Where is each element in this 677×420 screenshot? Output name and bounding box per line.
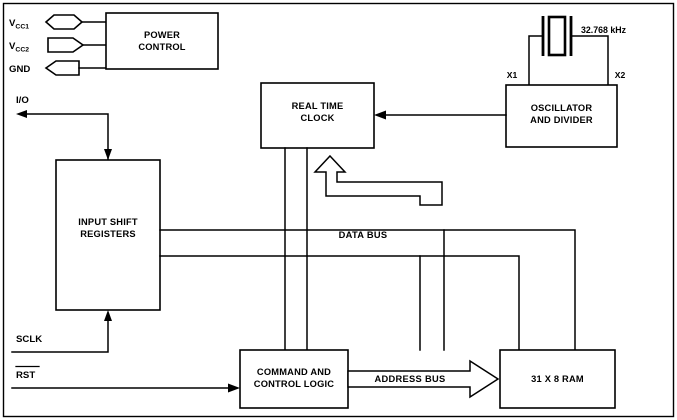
bus-label-data-bus: DATA BUS — [339, 230, 388, 240]
data-bus-to-rtc-arrow — [313, 154, 443, 206]
block-label-input-shift-line1: INPUT SHIFT — [78, 217, 138, 227]
pin-symbol-vcc1 — [44, 14, 107, 30]
block-ram — [499, 349, 616, 409]
block-power-control — [105, 12, 219, 70]
signal-label-sclk: SCLK — [16, 334, 42, 345]
crystal-terminal-x2-label: X2 — [615, 70, 626, 80]
oscillator-to-rtc-wire — [374, 110, 507, 120]
address-bus-arrow — [347, 359, 500, 399]
pin-label-gnd: GND — [9, 64, 30, 75]
crystal-terminal-x1-label: X1 — [507, 70, 518, 80]
pin-symbol-vcc2 — [47, 37, 107, 53]
data-bus-rail-lower — [159, 255, 520, 351]
signal-label-io: I/O — [16, 95, 29, 106]
block-label-oscillator-line2: AND DIVIDER — [530, 115, 593, 125]
pin-label-vcc2: VCC2 — [9, 41, 29, 54]
crystal-symbol — [528, 15, 609, 86]
pin-label-vcc1: VCC1 — [9, 18, 29, 31]
sclk-wire — [11, 310, 112, 353]
block-real-time-clock — [260, 82, 375, 149]
signal-label-rst: RST — [16, 370, 35, 381]
bus-label-address-bus: ADDRESS BUS — [375, 374, 446, 384]
data-bus-rail-upper — [159, 229, 576, 351]
block-label-input-shift-line2: REGISTERS — [80, 229, 136, 239]
crystal-frequency-label: 32.768 kHz — [581, 25, 627, 35]
pin-symbol-gnd — [44, 60, 107, 76]
block-label-rtc-line2: CLOCK — [300, 113, 334, 123]
rst-wire — [11, 383, 240, 393]
block-label-command-logic-line2: CONTROL LOGIC — [254, 379, 335, 389]
block-label-power-control-line2: CONTROL — [138, 42, 185, 52]
block-label-oscillator-line1: OSCILLATOR — [531, 103, 593, 113]
block-input-shift-registers — [55, 159, 161, 311]
block-oscillator-and-divider — [505, 84, 618, 148]
io-wire — [16, 110, 112, 161]
block-label-rtc-line1: REAL TIME — [292, 101, 344, 111]
block-label-ram: 31 X 8 RAM — [531, 374, 584, 384]
signal-label-rst-group: RST — [15, 365, 40, 381]
block-label-command-logic-line1: COMMAND AND — [257, 367, 331, 377]
block-label-power-control-line1: POWER — [144, 30, 180, 40]
